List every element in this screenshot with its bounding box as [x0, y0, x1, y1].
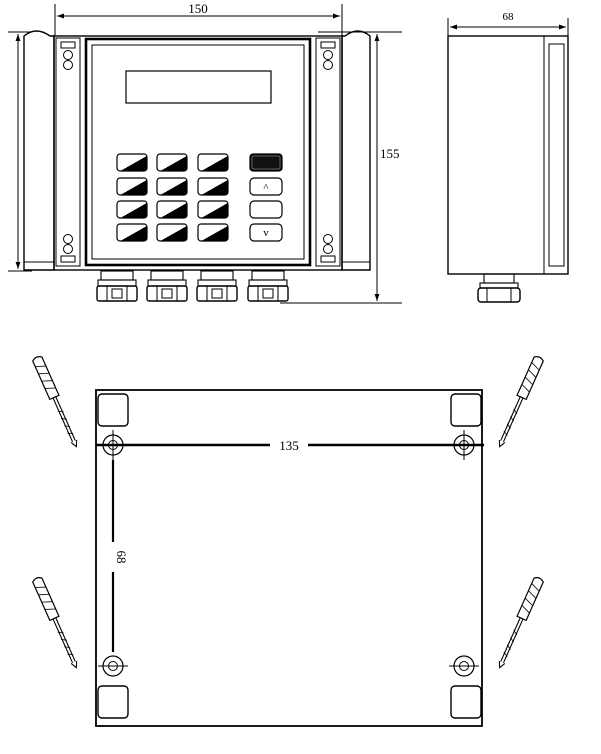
anchor-bolt [498, 576, 544, 669]
keypad-key [197, 153, 229, 172]
mounting-plate [95, 389, 483, 727]
down-arrow-icon: v [263, 227, 269, 239]
front-panel [84, 37, 312, 267]
cable-gland [247, 270, 289, 302]
left-rail [55, 37, 81, 267]
keypad-key [116, 177, 148, 196]
keypad-key [116, 223, 148, 242]
height-dimension-label: 155 [380, 146, 400, 161]
keypad-key [116, 153, 148, 172]
horizontal-hole-dimension-label: 135 [279, 438, 299, 453]
up-arrow-icon: ^ [263, 182, 269, 194]
screw-hole [63, 50, 73, 60]
side-view: 68 [447, 11, 569, 303]
front-view: 150 155 [8, 1, 402, 304]
menu-key [249, 153, 283, 172]
housing-body [53, 35, 343, 271]
side-body [447, 35, 569, 275]
screw-hole [323, 50, 333, 60]
keypad-key [156, 200, 188, 219]
corner-slot [450, 393, 482, 427]
keypad-key [116, 200, 148, 219]
width-dimension-label: 150 [188, 1, 208, 16]
keypad-key [156, 223, 188, 242]
keypad-key [156, 153, 188, 172]
keypad-key [197, 177, 229, 196]
screw-hole [63, 244, 73, 254]
anchor-bolt [32, 355, 78, 448]
height-dimension: 155 [280, 31, 402, 304]
anchor-bolt [498, 355, 544, 448]
side-cable-gland [477, 273, 521, 303]
screw-hole [63, 60, 73, 70]
keypad-key [156, 177, 188, 196]
horizontal-hole-dimension: 135 [96, 438, 484, 453]
mounting-plate-view: 135 68 [32, 355, 544, 727]
vertical-hole-dimension-label: 68 [114, 551, 129, 564]
depth-dimension-label: 68 [503, 11, 515, 23]
screw-hole [323, 60, 333, 70]
side-panel [548, 43, 565, 267]
left-flange [23, 30, 55, 271]
keypad-key [197, 200, 229, 219]
function-keys: ^ v [249, 153, 283, 242]
front-panel-inner [91, 44, 305, 260]
corner-slot [97, 685, 129, 719]
depth-dimension: 68 [447, 11, 569, 38]
cable-glands [96, 270, 289, 302]
screw-hole [323, 244, 333, 254]
up-key [249, 177, 283, 196]
keypad-key [197, 223, 229, 242]
anchor-bolt [32, 576, 78, 669]
vertical-hole-dimension: 68 [111, 460, 129, 652]
cable-gland [196, 270, 238, 302]
lcd-display [125, 70, 272, 104]
cable-gland [146, 270, 188, 302]
corner-slot [450, 685, 482, 719]
left-height-dimension [8, 31, 32, 272]
mounting-hole [449, 655, 479, 677]
right-rail [315, 37, 341, 267]
enter-key [249, 200, 283, 219]
screw-hole [323, 234, 333, 244]
keypad [116, 153, 229, 242]
down-key [249, 223, 283, 242]
corner-slot [97, 393, 129, 427]
right-flange [341, 30, 371, 271]
mounting-hole [98, 655, 128, 677]
width-dimension: 150 [54, 1, 343, 36]
screw-hole [63, 234, 73, 244]
cable-gland [96, 270, 138, 302]
